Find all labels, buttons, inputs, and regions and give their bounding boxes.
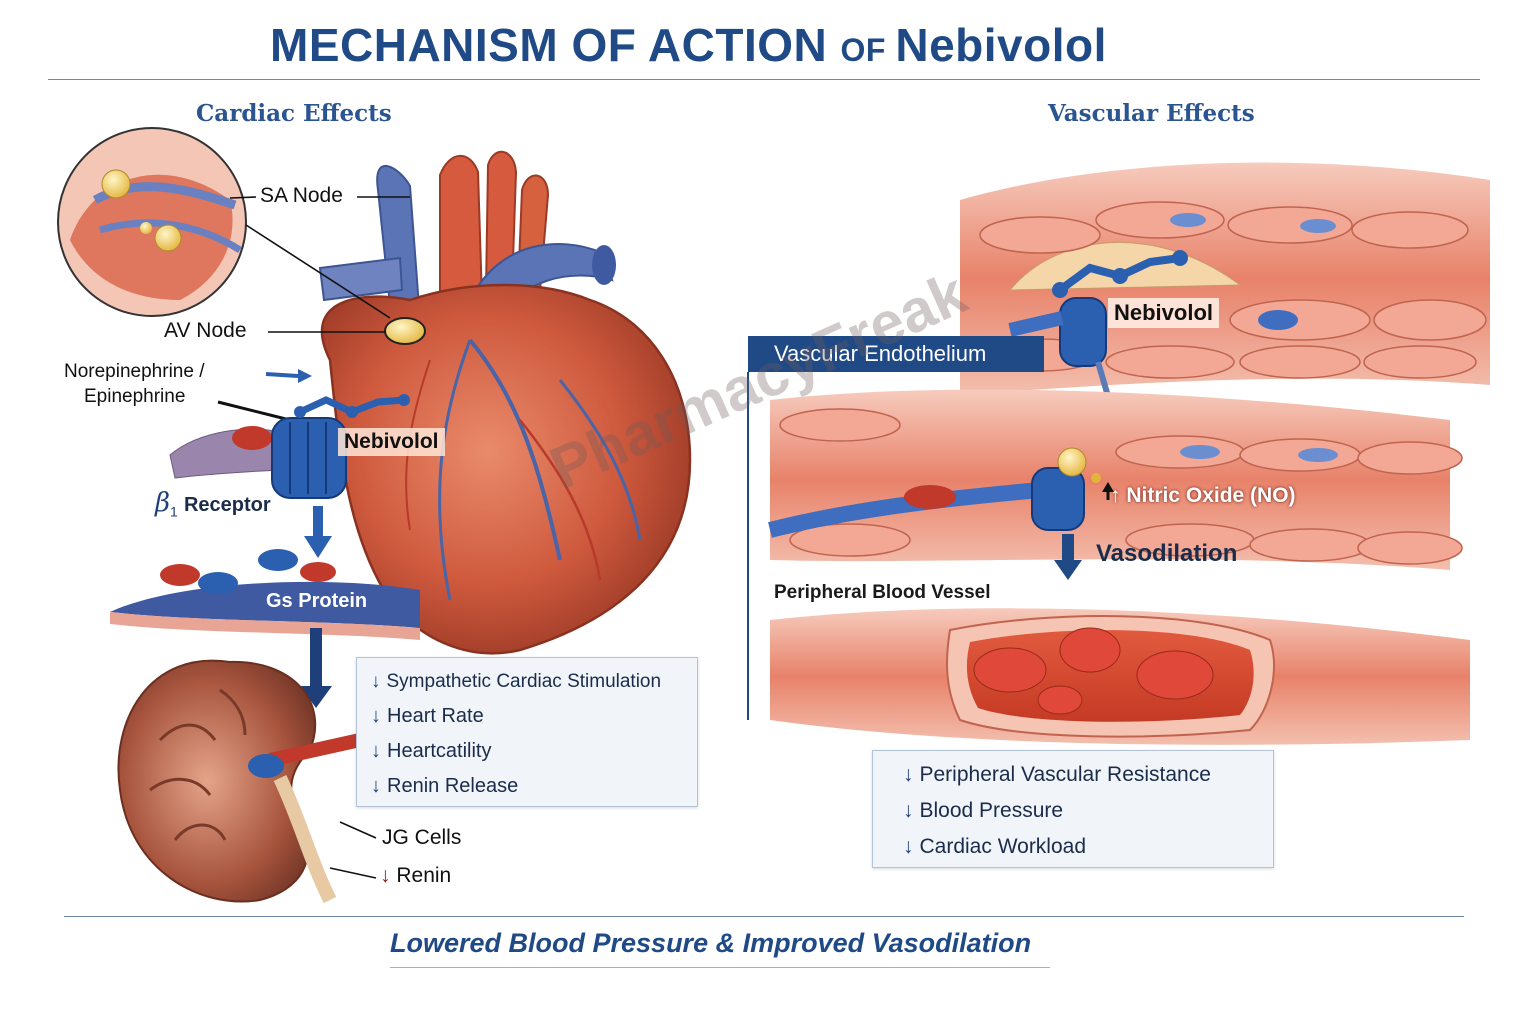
vascular-effects-box: ↓Peripheral Vascular Resistance ↓Blood P…	[872, 750, 1274, 868]
vascular-effect-item: ↓Blood Pressure	[903, 793, 1273, 829]
beta1-receptor-complex	[169, 394, 410, 499]
renin-text: Renin	[396, 864, 452, 887]
down-arrow-icon: ↓	[903, 799, 914, 822]
renin-down-icon: ↓	[380, 864, 391, 887]
peripheral-vessel	[770, 608, 1470, 745]
down-arrow-icon: ↓	[903, 763, 914, 786]
norepinephrine-label: Norepinephrine /	[64, 361, 205, 382]
vascular-endothelium-tab: Vascular Endothelium	[748, 336, 1044, 372]
epinephrine-label: Epinephrine	[84, 386, 186, 407]
vessel-middle	[768, 389, 1463, 570]
gs-protein-label: Gs Protein	[266, 590, 368, 612]
vascular-effect-text: Blood Pressure	[919, 799, 1064, 822]
beta-symbol: β	[155, 488, 171, 518]
leader-lines	[217, 196, 410, 879]
nitric-oxide-label: ↑ Nitric Oxide (NO)	[1110, 484, 1296, 508]
down-arrow-icon: ↓	[371, 670, 381, 692]
vascular-effect-text: Peripheral Vascular Resistance	[919, 763, 1211, 786]
cardiac-effect-item: ↓ Renin Release	[371, 769, 697, 804]
peripheral-vessel-label: Peripheral Blood Vessel	[774, 582, 991, 603]
vascular-effect-item: ↓Cardiac Workload	[903, 829, 1273, 865]
gs-protein-membrane	[110, 549, 420, 640]
vascular-effect-text: Cardiac Workload	[919, 835, 1087, 858]
heart-illustration	[318, 150, 692, 655]
beta-subscript: 1	[170, 503, 178, 520]
cardiac-effect-text: Sympathetic Cardiac Stimulation	[386, 670, 662, 692]
renin-label: ↓ Renin	[380, 864, 451, 888]
cardiac-effects-list: ↓Sympathetic Cardiac Stimulation ↓Heart …	[357, 658, 697, 804]
page-title: MECHANISM OF ACTION OF Nebivolol	[0, 18, 1536, 72]
down-arrow-icon: ↓	[371, 775, 381, 797]
footer-underline	[390, 967, 1050, 968]
cardiac-effect-text: Heartcatility	[387, 740, 492, 762]
down-arrow-icon: ↓	[903, 835, 914, 858]
norepinephrine-arrow	[265, 372, 299, 378]
up-arrow-icon: ↑	[1110, 484, 1121, 507]
beta1-receptor-label: β1 Receptor	[155, 488, 271, 519]
av-node-label: AV Node	[164, 319, 247, 342]
title-part4: Nebivolol	[895, 19, 1107, 71]
sa-node-label: SA Node	[260, 184, 343, 207]
cardiac-effect-item: ↓ Heartcatility	[371, 734, 697, 769]
cardiac-nebivolol-label: Nebivolol	[338, 428, 445, 456]
vascular-effect-item: ↓Peripheral Vascular Resistance	[903, 757, 1273, 793]
down-arrow-icon: ↓	[371, 740, 381, 762]
vasodilation-label: Vasodilation	[1096, 540, 1238, 567]
cardiac-effect-text: Heart Rate	[387, 705, 484, 727]
title-part1: MECHANISM	[270, 19, 572, 71]
down-arrow-icon: ↓	[371, 705, 381, 727]
title-part2: OF ACTION	[571, 19, 841, 71]
footer-conclusion: Lowered Blood Pressure & Improved Vasodi…	[390, 928, 1032, 958]
jg-cells-label: JG Cells	[382, 826, 462, 849]
cardiac-effect-item: ↓ Heart Rate	[371, 699, 697, 734]
sa-node-inset	[57, 127, 247, 317]
kidney-illustration	[117, 659, 362, 904]
title-part3: OF	[840, 32, 896, 68]
nitric-oxide-text: Nitric Oxide (NO)	[1126, 484, 1296, 507]
cardiac-effects-heading: Cardiac Effects	[196, 100, 392, 127]
vascular-effects-heading: Vascular Effects	[1048, 100, 1255, 127]
receptor-word: Receptor	[183, 494, 271, 516]
cardiac-effect-item: ↓Sympathetic Cardiac Stimulation	[371, 664, 697, 699]
footer-divider	[64, 916, 1464, 917]
vascular-nebivolol-label: Nebivolol	[1108, 298, 1220, 328]
vascular-effects-list: ↓Peripheral Vascular Resistance ↓Blood P…	[873, 751, 1273, 865]
title-divider	[48, 79, 1480, 80]
cardiac-effects-box: ↓Sympathetic Cardiac Stimulation ↓Heart …	[356, 657, 698, 807]
cardiac-effect-text: Renin Release	[387, 775, 519, 797]
